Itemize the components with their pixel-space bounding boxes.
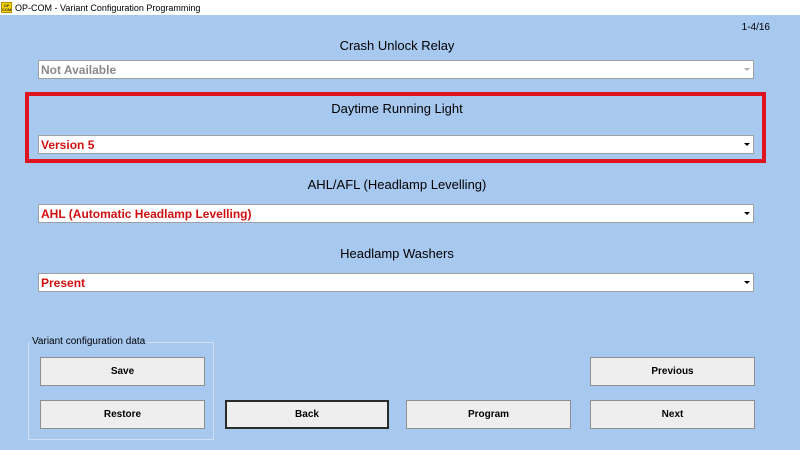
headlamp-washers-dropdown[interactable]: Present bbox=[38, 273, 754, 292]
dropdown-value: AHL (Automatic Headlamp Levelling) bbox=[41, 206, 252, 221]
section-label-crash-unlock-relay: Crash Unlock Relay bbox=[339, 38, 455, 53]
save-button[interactable]: Save bbox=[40, 357, 205, 386]
section-label-headlamp-washers: Headlamp Washers bbox=[340, 246, 454, 261]
highlight-frame bbox=[25, 92, 766, 163]
dropdown-arrow-icon[interactable] bbox=[741, 61, 753, 78]
dropdown-arrow-icon[interactable] bbox=[741, 136, 753, 153]
section-label-headlamp-levelling: AHL/AFL (Headlamp Levelling) bbox=[307, 177, 487, 192]
app-icon: OP COM bbox=[1, 2, 12, 13]
back-button[interactable]: Back bbox=[225, 400, 389, 429]
page-counter: 1-4/16 bbox=[741, 22, 770, 33]
variant-config-group-label: Variant configuration data bbox=[30, 336, 148, 347]
program-button[interactable]: Program bbox=[406, 400, 571, 429]
previous-button[interactable]: Previous bbox=[590, 357, 755, 386]
dropdown-arrow-icon[interactable] bbox=[741, 274, 753, 291]
window-title: OP-COM - Variant Configuration Programmi… bbox=[15, 2, 201, 13]
dropdown-value: Not Available bbox=[41, 62, 117, 77]
section-label-daytime-running-light: Daytime Running Light bbox=[331, 101, 463, 116]
crash-unlock-relay-dropdown[interactable]: Not Available bbox=[38, 60, 754, 79]
restore-button[interactable]: Restore bbox=[40, 400, 205, 429]
title-bar: OP COM OP-COM - Variant Configuration Pr… bbox=[0, 0, 800, 15]
app-icon-text: OP COM bbox=[1, 2, 12, 12]
dropdown-value: Version 5 bbox=[41, 137, 95, 152]
dropdown-arrow-icon[interactable] bbox=[741, 205, 753, 222]
dropdown-value: Present bbox=[41, 275, 86, 290]
next-button[interactable]: Next bbox=[590, 400, 755, 429]
daytime-running-light-dropdown[interactable]: Version 5 bbox=[38, 135, 754, 154]
headlamp-levelling-dropdown[interactable]: AHL (Automatic Headlamp Levelling) bbox=[38, 204, 754, 223]
